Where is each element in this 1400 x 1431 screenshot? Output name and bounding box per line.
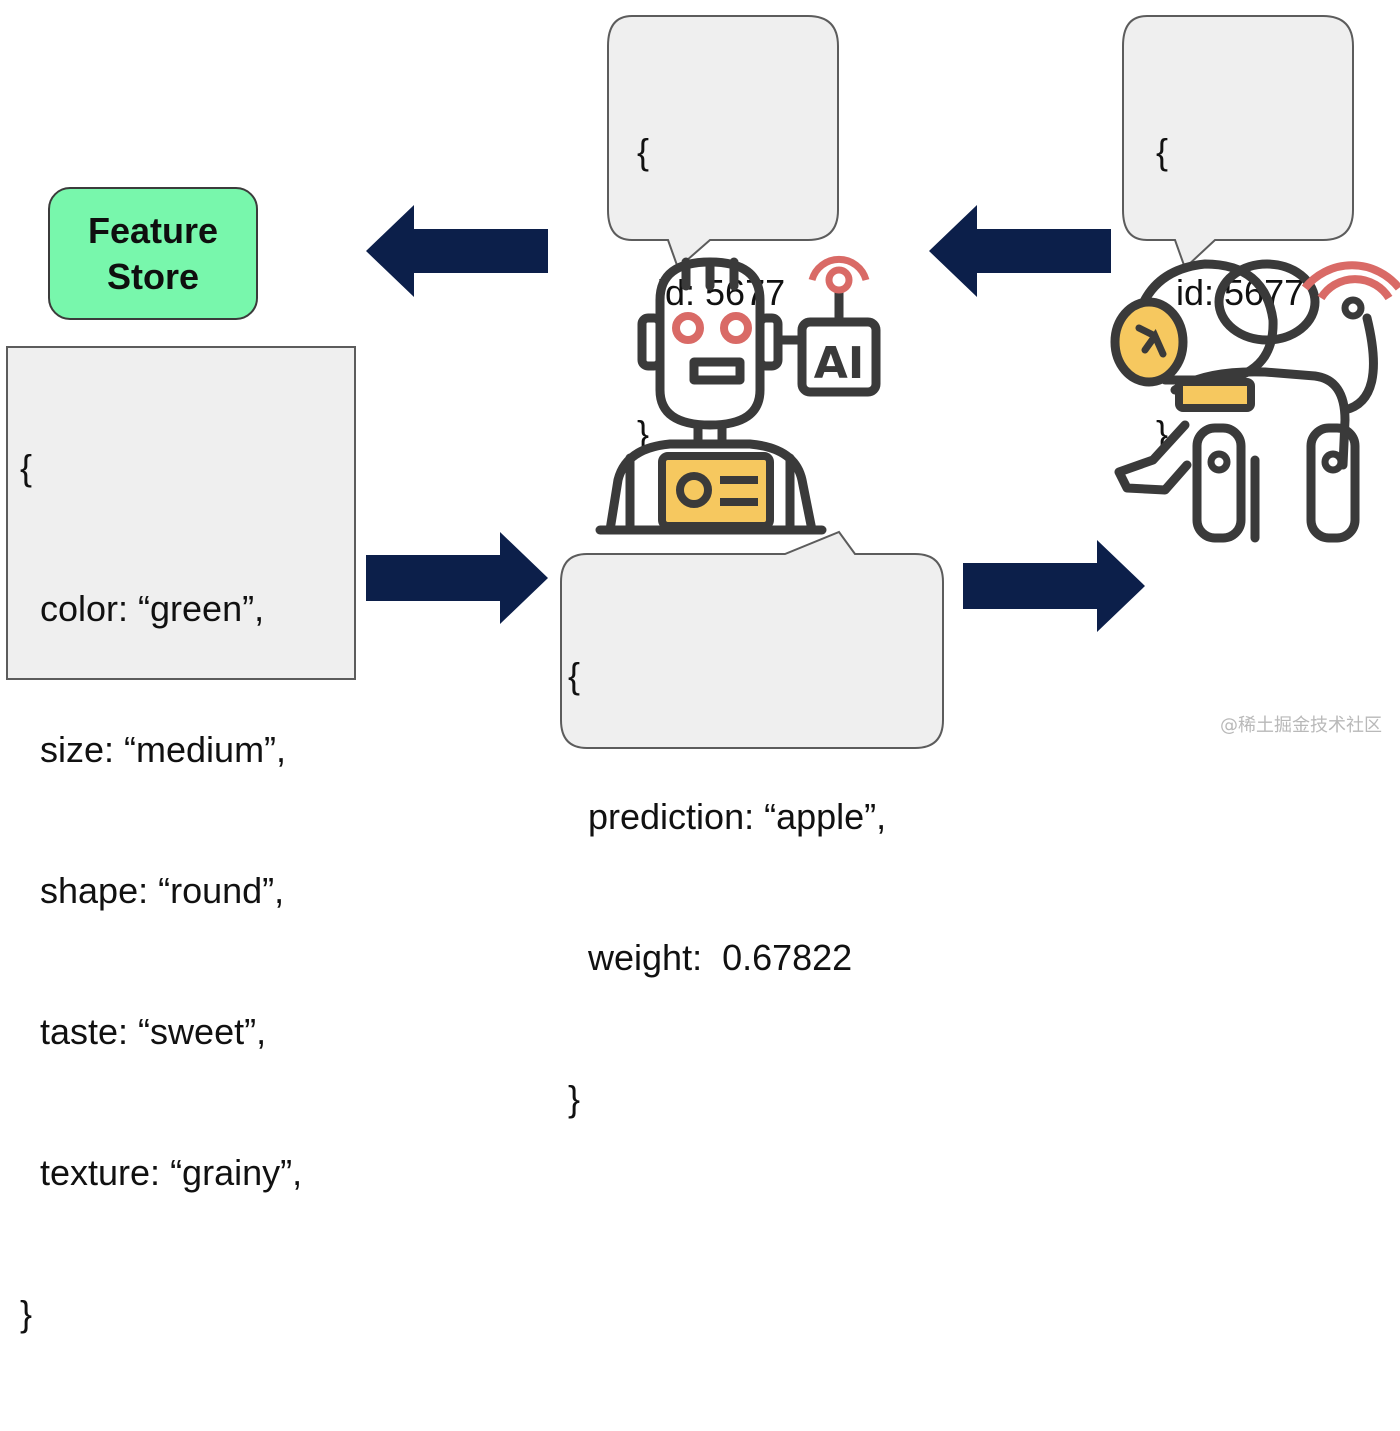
feature-store-label-line2: Store (106, 255, 200, 297)
client-request-bubble (1122, 15, 1354, 270)
prediction-line: } (568, 1078, 581, 1119)
arrow-prediction-to-client-icon (963, 540, 1145, 632)
prediction-line: { (568, 655, 581, 696)
robot-ai-icon: AI (595, 255, 881, 535)
feature-store-box: Feature Store (48, 187, 258, 320)
request-line: } (637, 413, 650, 454)
request-line: { (637, 131, 650, 172)
prediction-line: prediction: “apple”, (568, 796, 887, 837)
arrow-features-to-model-icon (366, 532, 548, 624)
client-request-text: { id: 5677 } (1156, 34, 1304, 504)
request-line: { (1156, 131, 1169, 172)
feature-values-text: { color: “green”, size: “medium”, shape:… (20, 350, 302, 1431)
arrow-to-model-icon (929, 205, 1111, 297)
robot-dog-icon (1110, 259, 1400, 543)
prediction-text: { prediction: “apple”, weight: 0.67822 } (568, 558, 886, 1169)
feature-line: texture: “grainy”, (20, 1152, 303, 1193)
feature-line: { (20, 447, 33, 488)
feature-store-label-line1: Feature (87, 209, 219, 251)
arrow-to-feature-store-icon (366, 205, 548, 297)
prediction-line: weight: 0.67822 (568, 937, 853, 978)
feature-line: color: “green”, (20, 588, 265, 629)
feature-line: shape: “round”, (20, 870, 285, 911)
feature-line: taste: “sweet”, (20, 1011, 267, 1052)
watermark: @稀土掘金技术社区 (1220, 715, 1382, 736)
feature-line: size: “medium”, (20, 729, 287, 770)
model-request-bubble (607, 15, 839, 270)
prediction-bubble (560, 530, 944, 749)
ai-badge-label: AI (814, 338, 864, 389)
request-line: id: 5677 (1156, 272, 1305, 313)
feature-line: } (20, 1293, 33, 1334)
feature-values-box: { color: “green”, size: “medium”, shape:… (6, 346, 356, 1334)
